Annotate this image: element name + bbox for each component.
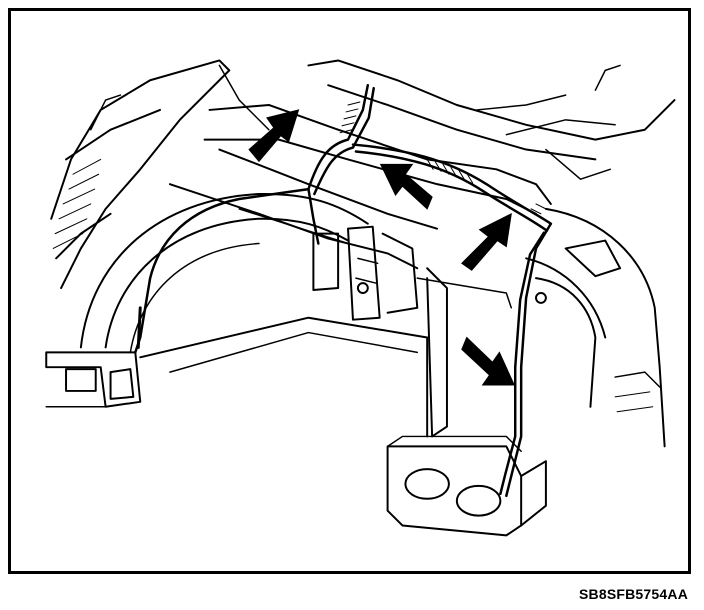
upper-floor-pan — [307, 59, 676, 180]
figure-code: SB8SFB5754AA — [579, 586, 688, 602]
center-vertical-brackets — [312, 225, 419, 321]
thick-arrow-icon — [461, 336, 516, 386]
thick-arrow-icon — [248, 109, 300, 163]
harness-tape-wrap — [339, 101, 547, 215]
rear-bumper-bracket — [386, 435, 547, 537]
left-wheelhouse — [79, 193, 369, 354]
rear-body-harness-illustration — [45, 59, 676, 537]
wiring-harness — [134, 83, 553, 498]
left-lower-bracket — [45, 351, 142, 408]
thick-arrow-icon — [379, 163, 433, 210]
left-upper-body-structure — [50, 59, 270, 290]
figure-frame — [8, 8, 691, 574]
thick-arrow-icon — [461, 212, 512, 271]
right-quarter-inner — [525, 207, 666, 448]
right-rear-rail — [416, 267, 513, 438]
